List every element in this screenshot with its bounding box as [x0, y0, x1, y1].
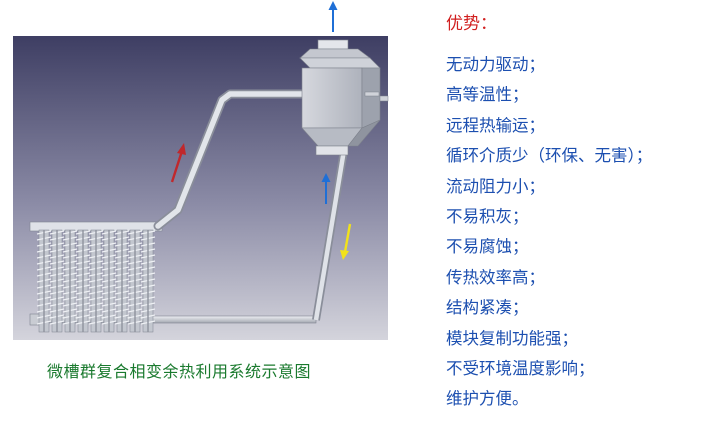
advantage-item: 不易腐蚀； [446, 237, 529, 257]
advantage-item: 结构紧凑； [446, 298, 529, 318]
flue-gas-inlet-arrow [321, 173, 331, 204]
advantages-list: 无动力驱动； 高等温性； 远程热输运； 循环介质少（环保、无害）； 流动阻力小；… [446, 50, 652, 415]
liquid-return-arrow [340, 223, 352, 260]
fin-tube [88, 229, 104, 333]
descending-pipe [312, 149, 348, 321]
evaporator-fin-bank [29, 221, 163, 333]
flue-gas-outlet-arrow [328, 1, 338, 32]
fin-tube [127, 229, 143, 333]
condenser-unit [299, 39, 389, 156]
advantage-item: 传热效率高； [446, 267, 545, 287]
fin-tube [62, 229, 78, 333]
advantage-item: 远程热输运； [446, 115, 545, 135]
advantage-item: 模块复制功能强； [446, 328, 578, 348]
advantage-item: 高等温性； [446, 85, 529, 105]
advantage-item: 不受环境温度影响； [446, 358, 595, 378]
fin-tube [114, 229, 130, 333]
fin-tube [140, 229, 156, 333]
advantage-item: 维护方便。 [446, 389, 529, 409]
fin-tube [49, 229, 65, 333]
fin-tube [36, 229, 52, 333]
vapor-rise-arrow [170, 143, 186, 183]
advantages-title: 优势： [446, 14, 497, 34]
rising-pipe [153, 89, 310, 231]
diagram-caption: 微槽群复合相变余热利用系统示意图 [47, 362, 312, 381]
advantage-item: 循环介质少（环保、无害）； [446, 146, 653, 166]
advantage-item: 流动阻力小； [446, 176, 545, 196]
advantage-item: 无动力驱动； [446, 55, 545, 74]
fin-tube [101, 229, 117, 333]
advantage-item: 不易积灰； [446, 206, 529, 226]
fin-tube [75, 229, 91, 333]
